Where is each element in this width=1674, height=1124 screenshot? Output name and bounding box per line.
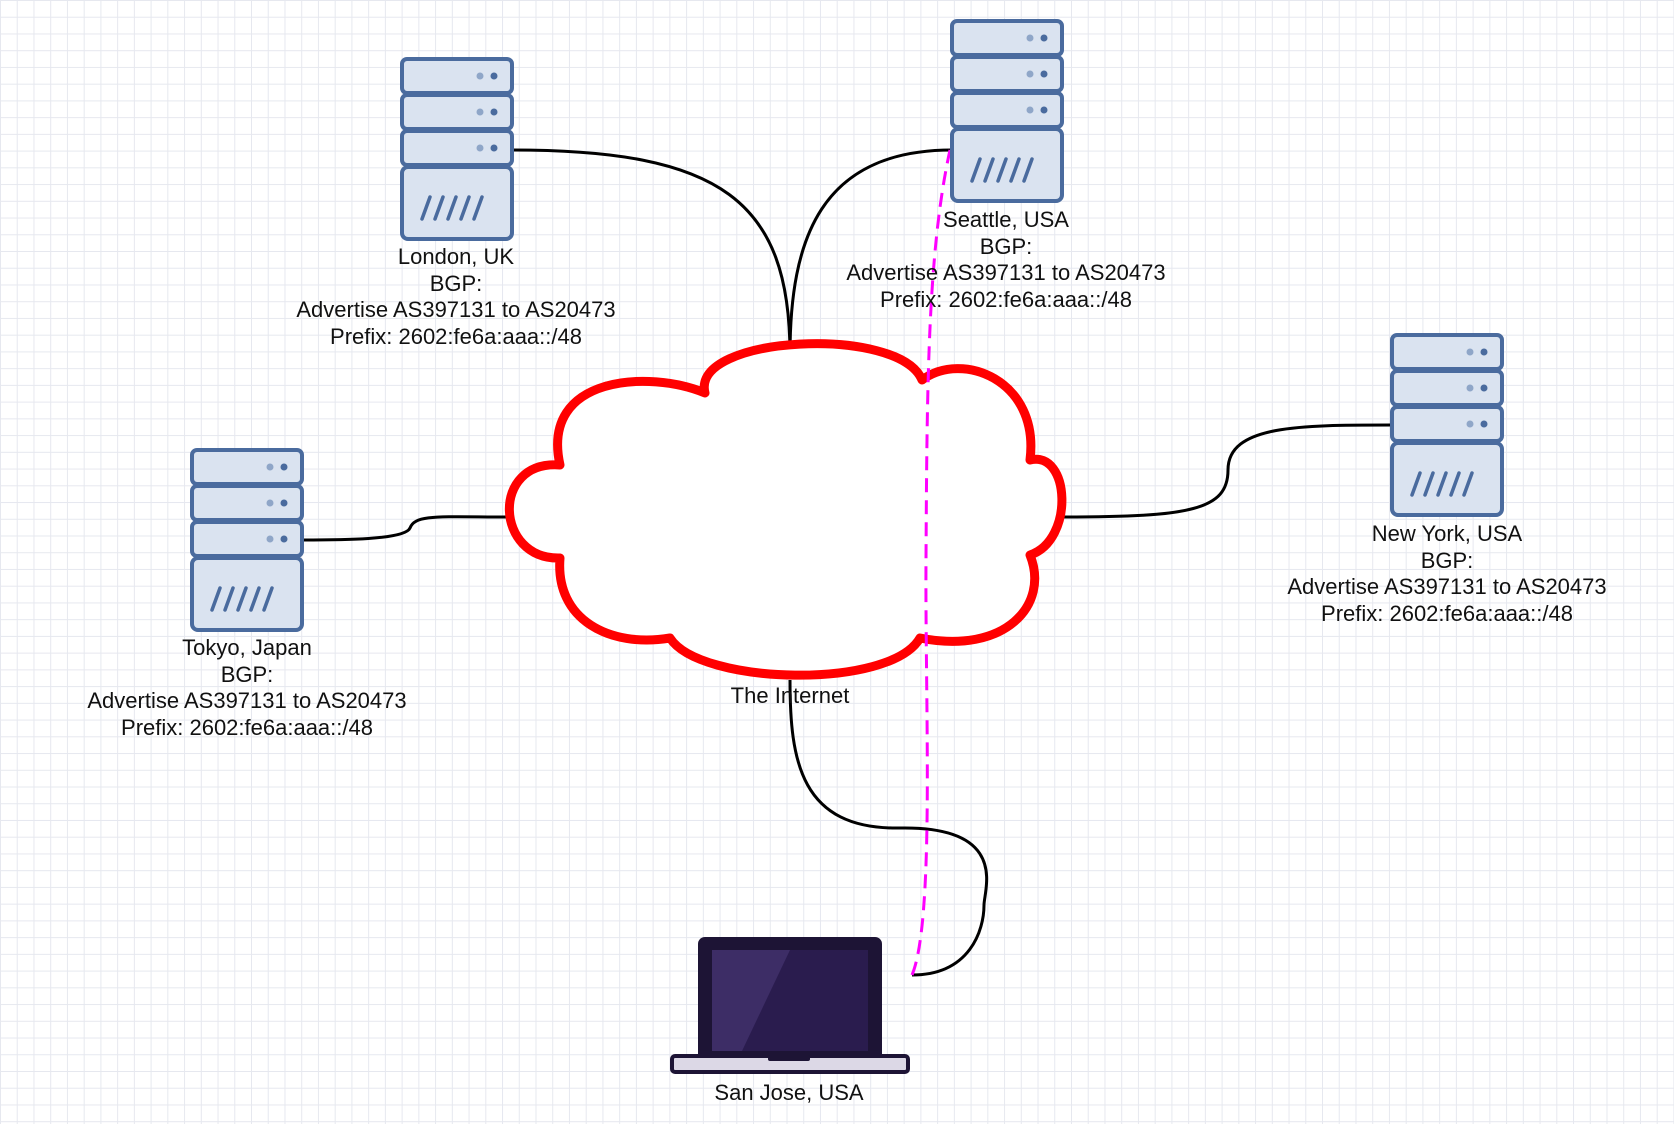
link-tokyo-internet (301, 515, 511, 542)
bgp-title: BGP: (979, 233, 1033, 259)
link-newyork-internet (1063, 423, 1393, 519)
node-label-seattle: Seattle, USA BGP: Advertise AS397131 to … (846, 207, 1165, 313)
route-path-sanjose-seattle (910, 149, 952, 976)
node-name: San Jose, USA (714, 1080, 864, 1105)
bgp-advertise: Advertise AS397131 to AS20473 (1287, 574, 1607, 599)
internet-cloud (504, 339, 1067, 680)
node-name: Tokyo, Japan (182, 635, 312, 660)
link-internet-sanjose (788, 679, 989, 977)
server-icon-seattle (950, 19, 1064, 203)
node-label-sanjose: San Jose, USA (714, 1080, 863, 1107)
bgp-advertise: Advertise AS397131 to AS20473 (296, 297, 616, 322)
bgp-advertise: Advertise AS397131 to AS20473 (87, 688, 407, 713)
bgp-prefix: Prefix: 2602:fe6a:aaa::/48 (880, 286, 1132, 312)
node-label-london: London, UK BGP: Advertise AS397131 to AS… (296, 244, 615, 350)
node-label-newyork: New York, USA BGP: Advertise AS397131 to… (1287, 521, 1606, 627)
node-name: London, UK (397, 244, 515, 269)
link-seattle-internet (788, 148, 953, 356)
bgp-title: BGP: (220, 661, 274, 687)
bgp-prefix: Prefix: 2602:fe6a:aaa::/48 (330, 323, 582, 349)
link-london-internet (511, 148, 792, 356)
server-icon-newyork (1390, 333, 1504, 517)
bgp-advertise: Advertise AS397131 to AS20473 (846, 260, 1166, 285)
laptop-icon-sanjose (670, 937, 910, 1074)
cloud-label: The Internet (731, 683, 850, 710)
node-label-tokyo: Tokyo, Japan BGP: Advertise AS397131 to … (87, 635, 406, 741)
bgp-title: BGP: (1420, 547, 1474, 573)
bgp-prefix: Prefix: 2602:fe6a:aaa::/48 (1321, 600, 1573, 626)
node-name: Seattle, USA (943, 207, 1069, 232)
cloud-name: The Internet (730, 683, 850, 708)
node-name: New York, USA (1371, 521, 1523, 546)
bgp-prefix: Prefix: 2602:fe6a:aaa::/48 (121, 714, 373, 740)
server-icon-london (400, 57, 514, 241)
bgp-title: BGP: (429, 270, 483, 296)
server-icon-tokyo (190, 448, 304, 632)
